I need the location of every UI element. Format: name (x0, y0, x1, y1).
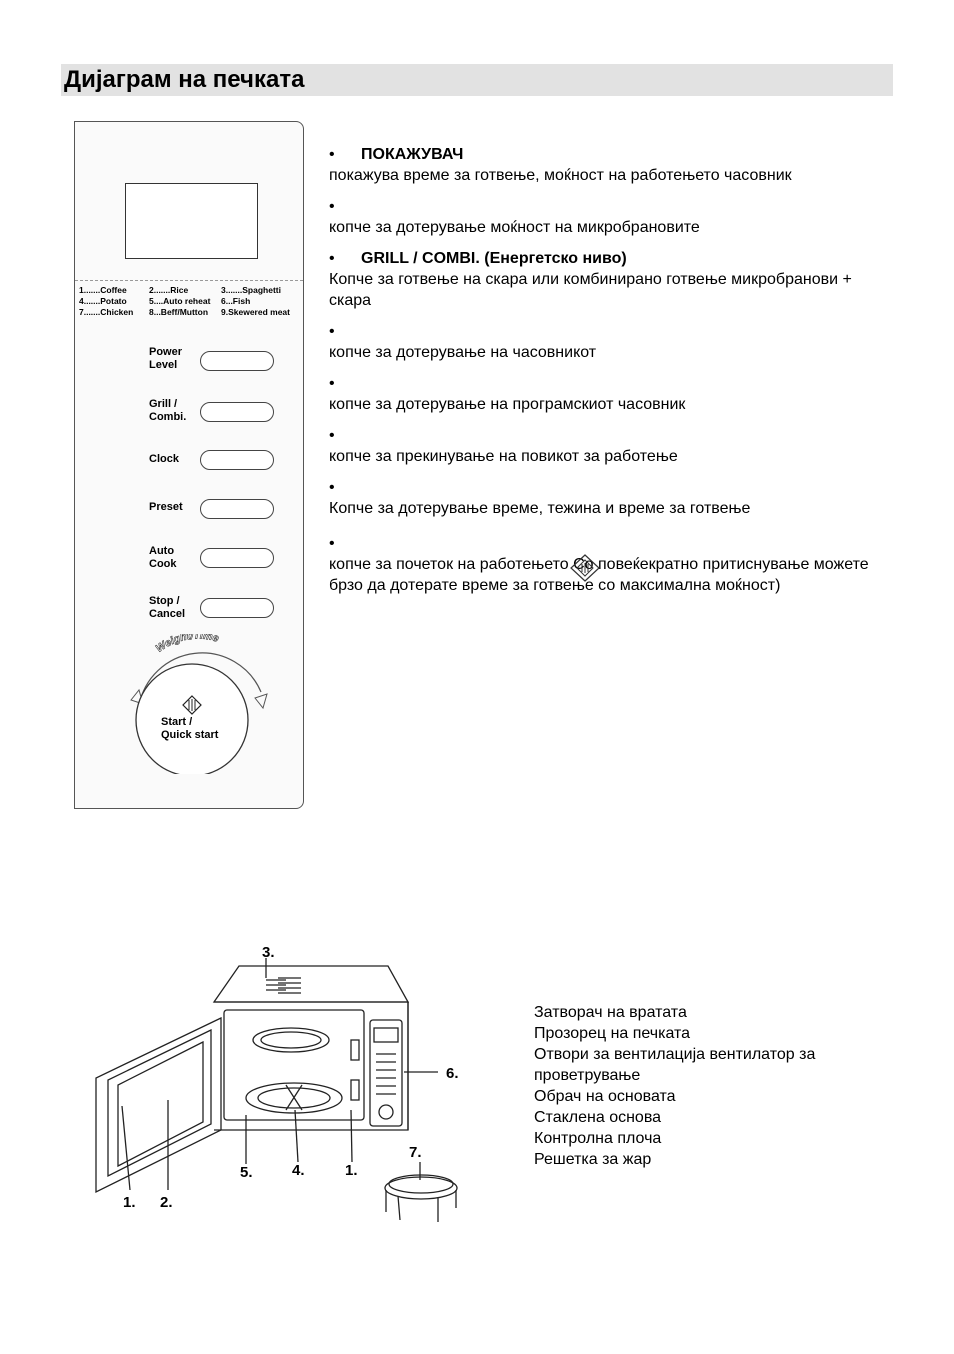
desc-preset: • копче за дотерување на програмскиот ча… (329, 375, 686, 413)
callout-7: 7. (409, 1144, 422, 1161)
part-item: Прозорец на печката (534, 1025, 691, 1042)
grill-combi-label: Grill /Combi. (149, 398, 187, 423)
weight-time-dial[interactable]: Weight/Time (125, 634, 275, 774)
desc-power-level: • копче за дотерување моќност на микробр… (329, 198, 700, 236)
oven-diagram (95, 958, 458, 1222)
start-label: Start / Quick start (161, 716, 219, 741)
auto-menu-list: 1.......Coffee 2.......Rice 3.......Spag… (79, 285, 303, 318)
desc-start: • копче за почеток на работењето Со пове… (329, 535, 869, 594)
menu-item: 9.Skewered meat (221, 307, 290, 317)
part-item: Обрач на основата (534, 1088, 676, 1105)
part-item: Решетка за жар (534, 1151, 652, 1168)
start-diamond-icon (182, 695, 202, 715)
weight-time-arc-text: Weight/Time (154, 634, 221, 655)
preset-label: Preset (149, 501, 183, 513)
button-descriptions: •ПОКАЖУВАЧ покажува време за готвење, мо… (329, 144, 889, 606)
part-item: Стаклена основа (534, 1109, 662, 1126)
stop-cancel-label: Stop /Cancel (149, 595, 186, 620)
desc-grill-combi: •GRILL / COMBI. (Енергетско ниво) Копче … (329, 250, 852, 309)
power-level-button[interactable] (200, 351, 274, 371)
callout-4: 4. (292, 1162, 305, 1179)
callout-5: 5. (240, 1164, 253, 1181)
preset-button[interactable] (200, 499, 274, 519)
grill-combi-button[interactable] (200, 402, 274, 422)
callout-1-left: 1. (123, 1194, 136, 1211)
desc-display: •ПОКАЖУВАЧ покажува време за готвење, мо… (329, 146, 792, 184)
menu-row: 1.......Coffee 2.......Rice 3.......Spag… (79, 285, 303, 296)
start-diamond-icon (570, 554, 600, 582)
part-item: Отвори за вентилација вентилатор за пров… (534, 1046, 816, 1084)
display-window (125, 183, 258, 259)
menu-row: 7.......Chicken 8...Beff/Mutton 9.Skewer… (79, 307, 303, 318)
menu-row: 4.......Potato 5....Auto reheat 6...Fish (79, 296, 303, 307)
menu-item: 8...Beff/Mutton (149, 307, 209, 317)
stop-cancel-button[interactable] (200, 598, 274, 618)
parts-list: Затворач на вратата Прозорец на печката … (534, 1002, 894, 1170)
dial-arc-arrow (138, 652, 262, 707)
clock-button[interactable] (200, 450, 274, 470)
clock-label: Clock (149, 453, 179, 465)
control-panel: 1.......Coffee 2.......Rice 3.......Spag… (74, 121, 304, 809)
menu-item: 1.......Coffee (79, 285, 127, 295)
menu-item: 3.......Spaghetti (221, 285, 281, 295)
desc-stop-cancel: • копче за прекинување на повикот за раб… (329, 427, 678, 465)
part-item: Контролна плоча (534, 1130, 662, 1147)
desc-clock: • копче за дотерување на часовникот (329, 323, 597, 361)
callout-1-right: 1. (345, 1162, 358, 1179)
part-item: Затворач на вратата (534, 1004, 687, 1021)
arrow-right-icon (254, 693, 268, 710)
page-title: Дијаграм на печката (64, 66, 305, 93)
menu-divider (75, 280, 303, 281)
callout-2: 2. (160, 1194, 173, 1211)
menu-item: 4.......Potato (79, 296, 127, 306)
dial-knob[interactable] (135, 663, 249, 774)
menu-item: 7.......Chicken (79, 307, 134, 317)
auto-cook-button[interactable] (200, 548, 274, 568)
menu-item: 2.......Rice (149, 285, 189, 295)
desc-weight-time: • Копче за дотерување време, тежина и вр… (329, 479, 751, 517)
callout-6: 6. (446, 1065, 459, 1082)
heading-bar: Дијаграм на печката (61, 64, 893, 96)
menu-item: 6...Fish (221, 296, 251, 306)
callout-3: 3. (262, 944, 275, 961)
menu-item: 5....Auto reheat (149, 296, 211, 306)
